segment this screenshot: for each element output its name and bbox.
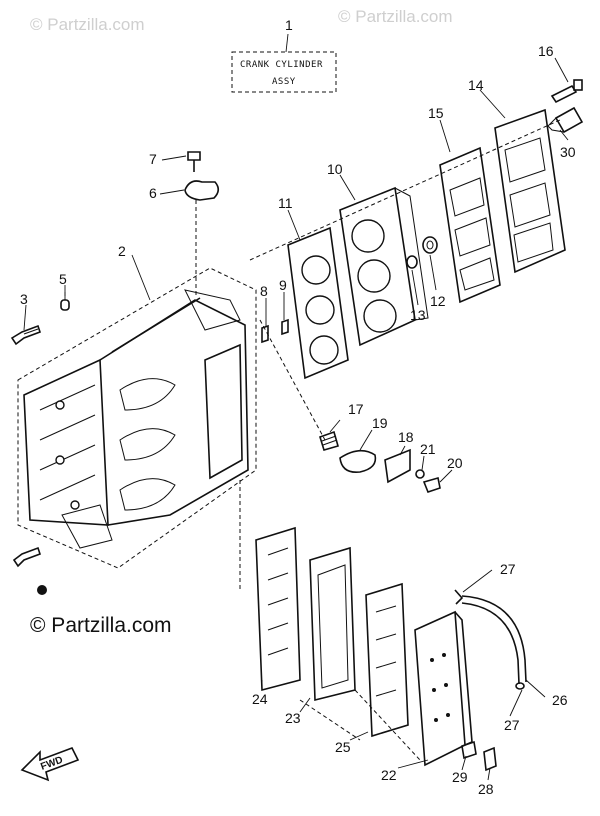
callout-21: 21 xyxy=(420,441,436,457)
watermark-top-left: © Partzilla.com xyxy=(30,15,145,34)
callout-23: 23 xyxy=(285,710,301,726)
head-cover-14 xyxy=(494,108,566,274)
gasket-25 xyxy=(365,582,409,738)
callout-11: 11 xyxy=(278,195,293,211)
callout-19: 19 xyxy=(372,415,388,431)
callout-24: 24 xyxy=(252,691,268,707)
leader-lines xyxy=(23,57,569,781)
spark-plug-30 xyxy=(547,106,584,134)
bolt-16 xyxy=(550,79,583,104)
callout-10: 10 xyxy=(327,161,343,177)
clip-27-upper xyxy=(454,589,464,605)
callout-8: 8 xyxy=(260,283,268,299)
callout-25: 25 xyxy=(335,739,351,755)
title-box-number: 1 xyxy=(285,17,293,33)
hose-26 xyxy=(461,595,527,683)
fitting-17 xyxy=(319,430,339,451)
callout-27-lower: 27 xyxy=(504,717,520,733)
bolt-3 xyxy=(10,324,42,346)
watermark-bottom: © Partzilla.com xyxy=(30,614,172,637)
callout-28: 28 xyxy=(478,781,494,797)
callout-15: 15 xyxy=(428,105,444,121)
callout-20: 20 xyxy=(447,455,463,471)
fitting-29 xyxy=(461,740,477,760)
bolt-7 xyxy=(187,151,201,172)
clamp-6 xyxy=(184,180,220,298)
title-box-line1: CRANK CYLINDER xyxy=(240,60,323,70)
callout-13: 13 xyxy=(410,307,426,323)
assembly-axis-line xyxy=(249,119,561,261)
callout-26: 26 xyxy=(552,692,568,708)
bolt-3-lower xyxy=(12,546,42,568)
title-box-line2: ASSY xyxy=(272,77,296,87)
callout-6: 6 xyxy=(149,185,157,201)
gasket-11 xyxy=(287,226,349,380)
callout-27-upper: 27 xyxy=(500,561,516,577)
bolt-28 xyxy=(483,746,497,772)
gasket-24 xyxy=(255,526,301,692)
callout-30: 30 xyxy=(560,144,576,160)
callout-17: 17 xyxy=(348,401,364,417)
fwd-arrow: FWD xyxy=(20,746,80,782)
callout-3: 3 xyxy=(20,291,28,307)
exhaust-cover-22 xyxy=(414,610,473,767)
watermark-top-right: © Partzilla.com xyxy=(338,7,453,26)
plug-12 xyxy=(422,236,438,254)
cover-18 xyxy=(384,448,411,484)
washer-13 xyxy=(406,255,418,269)
callout-9: 9 xyxy=(279,277,287,293)
callout-22: 22 xyxy=(381,767,397,783)
clip-27-lower xyxy=(515,682,525,690)
crankcase xyxy=(23,289,249,549)
title-box: 1 CRANK CYLINDER ASSY xyxy=(231,17,337,93)
callout-18: 18 xyxy=(398,429,414,445)
washer-21 xyxy=(415,469,425,479)
gasket-19 xyxy=(339,449,377,474)
callout-5: 5 xyxy=(59,271,67,287)
gasket-15 xyxy=(439,146,501,304)
cylinder-head-10 xyxy=(339,186,429,347)
callout-12: 12 xyxy=(430,293,446,309)
callout-14: 14 xyxy=(468,77,484,93)
crankcase-outline xyxy=(17,267,257,569)
pin-8 xyxy=(261,324,269,344)
callout-29: 29 xyxy=(452,769,468,785)
callout-16: 16 xyxy=(538,43,554,59)
bolt-20 xyxy=(422,476,441,493)
pin-9 xyxy=(281,318,289,336)
watermark-logo-dot xyxy=(37,585,47,595)
callout-7: 7 xyxy=(149,151,157,167)
plate-23 xyxy=(309,546,356,702)
callout-2: 2 xyxy=(118,243,126,259)
